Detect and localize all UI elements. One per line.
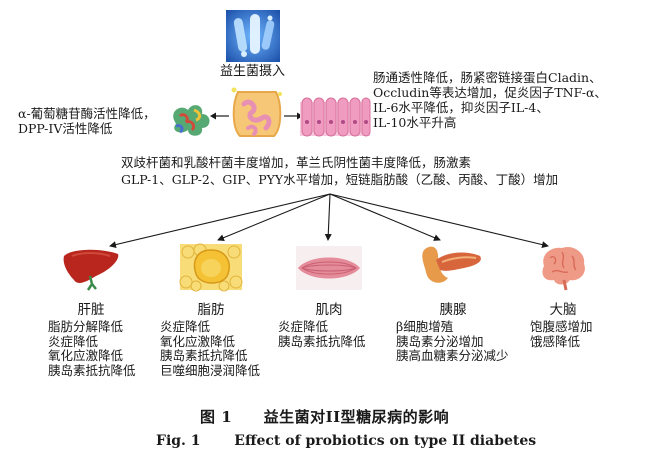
intake-label: 益生菌摄入 bbox=[220, 64, 286, 79]
central-effect-line: GLP-1、GLP-2、GIP、PYY水平增加，短链脂肪酸（乙酸、丙酸、丁酸）增… bbox=[121, 172, 559, 187]
effect-item: 饱腹感增加 bbox=[530, 319, 593, 334]
right-effect-text: 肠通透性降低，肠紧密链接蛋白Cladin、 Occludin等表达增加，促炎因子… bbox=[373, 70, 607, 130]
caption-number: Fig. 1 bbox=[156, 433, 201, 449]
effect-item: 脂肪分解降低 bbox=[48, 319, 124, 334]
effect-item: β细胞增殖 bbox=[396, 319, 454, 334]
effect-item: 胰岛素抵抗降低 bbox=[160, 348, 248, 363]
probiotic-image bbox=[226, 10, 280, 62]
liver-icon bbox=[62, 246, 120, 291]
caption-text: Effect of probiotics on type II diabetes bbox=[234, 433, 537, 449]
intestinal-wall-icon bbox=[300, 94, 371, 142]
arrow-to-liver bbox=[109, 193, 331, 249]
figure-caption-en: Fig. 1 Effect of probiotics on type II d… bbox=[156, 433, 536, 449]
left-effect-text: α-葡萄糖苷酶活性降低， DPP-IV活性降低 bbox=[18, 106, 156, 136]
organ-label-liver: 肝脏 bbox=[77, 302, 105, 318]
caption-number: 图 1 bbox=[200, 408, 233, 426]
effect-item: 胰岛素分泌增加 bbox=[396, 333, 484, 349]
caption-text: 益生菌对II型糖尿病的影响 bbox=[263, 408, 450, 426]
right-effect-line: Occludin等表达增加，促炎因子TNF-α、 bbox=[373, 85, 607, 100]
brain-effects: 饱腹感增加 饿感降低 bbox=[530, 319, 593, 349]
effect-item: 胰岛素抵抗降低 bbox=[278, 333, 366, 349]
organ-label-muscle: 肌肉 bbox=[315, 302, 343, 318]
arrow-to-enzyme bbox=[210, 112, 229, 120]
left-effect-line: DPP-IV活性降低 bbox=[18, 121, 113, 136]
figure-caption-cn: 图 1 益生菌对II型糖尿病的影响 bbox=[200, 406, 449, 427]
fat-icon bbox=[179, 243, 243, 292]
pancreas-icon bbox=[420, 242, 484, 290]
right-effect-line: IL-10水平升高 bbox=[373, 115, 457, 130]
effect-item: 胰岛素抵抗降低 bbox=[48, 362, 136, 378]
intestine-icon bbox=[228, 84, 286, 144]
central-effect-line: 双歧杆菌和乳酸杆菌丰度增加，革兰氏阴性菌丰度降低，肠激素 bbox=[121, 155, 472, 170]
effect-item: 炎症降低 bbox=[278, 319, 329, 334]
fat-effects: 炎症降低 氧化应激降低 胰岛素抵抗降低 巨噬细胞浸润降低 bbox=[160, 319, 261, 378]
muscle-icon bbox=[296, 246, 362, 290]
brain-icon bbox=[538, 244, 588, 291]
effect-item: 胰高血糖素分泌减少 bbox=[396, 348, 509, 363]
effect-item: 炎症降低 bbox=[48, 333, 99, 349]
enzyme-icon bbox=[166, 100, 216, 140]
arrow-to-fat bbox=[217, 193, 331, 241]
effect-item: 饿感降低 bbox=[530, 333, 581, 349]
arrow-to-pancreas bbox=[329, 193, 441, 241]
right-effect-line: IL-6水平降低，抑炎因子IL-4、 bbox=[373, 100, 549, 115]
arrow-to-brain bbox=[329, 193, 549, 249]
central-effect-text: 双歧杆菌和乳酸杆菌丰度增加，革兰氏阴性菌丰度降低，肠激素 GLP-1、GLP-2… bbox=[121, 154, 558, 188]
effect-item: 巨噬细胞浸润降低 bbox=[160, 362, 261, 378]
pancreas-effects: β细胞增殖 胰岛素分泌增加 胰高血糖素分泌减少 bbox=[396, 319, 509, 364]
organ-label-pancreas: 胰腺 bbox=[439, 302, 467, 318]
muscle-effects: 炎症降低 胰岛素抵抗降低 bbox=[278, 319, 366, 349]
organ-label-brain: 大脑 bbox=[549, 302, 577, 318]
arrow-to-muscle bbox=[324, 193, 332, 241]
liver-effects: 脂肪分解降低 炎症降低 氧化应激降低 胰岛素抵抗降低 bbox=[48, 319, 136, 378]
effect-item: 炎症降低 bbox=[160, 319, 211, 334]
left-effect-line: α-葡萄糖苷酶活性降低， bbox=[18, 106, 156, 121]
effect-item: 氧化应激降低 bbox=[160, 333, 236, 349]
effect-item: 氧化应激降低 bbox=[48, 348, 124, 363]
right-effect-line: 肠通透性降低，肠紧密链接蛋白Cladin、 bbox=[373, 70, 602, 85]
organ-label-fat: 脂肪 bbox=[197, 302, 225, 318]
